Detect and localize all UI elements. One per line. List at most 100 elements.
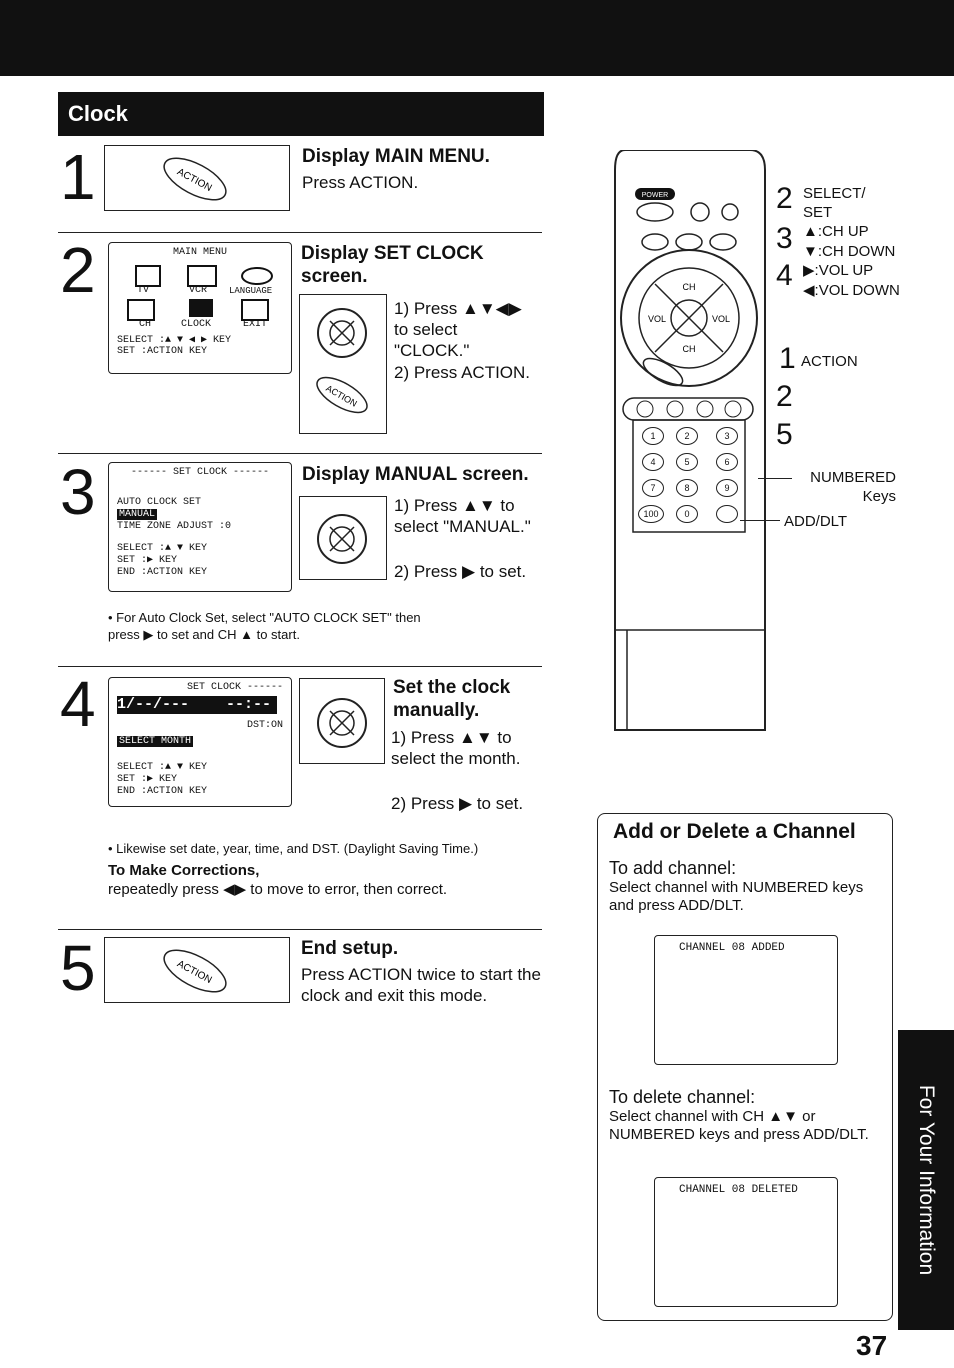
callout-5: 5: [776, 418, 793, 451]
dst-field: DST:ON: [246, 720, 283, 731]
callout-line: [758, 478, 792, 479]
section-title: Clock: [58, 92, 544, 136]
channel-deleted-screen: CHANNEL 08 DELETED: [654, 1177, 838, 1307]
set-line: SET :▶ KEY: [117, 774, 178, 785]
exit-icon: [241, 299, 269, 321]
numbered-keys: 1 2 3 4 5 6 7 8 9 100 0: [636, 425, 746, 535]
step4-title: Set the clock manually.: [393, 677, 511, 721]
step5-action-box: ACTION: [104, 937, 290, 1003]
callout-ch-up: ▲:CH UP: [803, 223, 869, 240]
add-channel-text: Select channel with NUMBERED keys and pr…: [609, 879, 864, 914]
auto-clock-option: AUTO CLOCK SET: [117, 497, 202, 508]
corrections-title: To Make Corrections,: [108, 862, 260, 879]
callout-line: [740, 520, 780, 521]
step3-number: 3: [60, 456, 96, 528]
menu-select-line: SELECT :▲ ▼ ◀ ▶ KEY: [117, 335, 232, 346]
select-month-label: SELECT MONTH: [117, 736, 194, 747]
screen-title: SET CLOCK ------: [186, 682, 283, 693]
section-tab-label: For Your Information: [915, 1084, 938, 1276]
step3-button-box: [299, 496, 387, 580]
manual-option: MANUAL: [117, 509, 158, 520]
channel-panel-title: Add or Delete a Channel: [613, 820, 856, 843]
step2-instruction-2: 2) Press ACTION.: [394, 363, 531, 382]
main-menu-screen: MAIN MENU TV VCR LANGUAGE CH CLOCK EXIT …: [108, 242, 292, 374]
svg-text:ACTION: ACTION: [175, 167, 214, 194]
delete-channel-heading: To delete channel:: [609, 1087, 756, 1107]
svg-text:CH: CH: [683, 344, 696, 354]
end-line: END :ACTION KEY: [117, 786, 208, 797]
end-line: END :ACTION KEY: [117, 567, 208, 578]
tv-icon: [135, 265, 161, 287]
svg-text:VOL: VOL: [712, 314, 730, 324]
channel-added-screen: CHANNEL 08 ADDED: [654, 935, 838, 1065]
step5-text: Press ACTION twice to start the clock an…: [301, 965, 541, 1005]
step4-instruction-1: 1) Press ▲▼ to select the month.: [391, 728, 521, 768]
divider: [58, 453, 542, 454]
step2-instruction-1: 1) Press ▲▼◀▶ to select "CLOCK.": [394, 299, 522, 360]
step5-title: End setup.: [301, 938, 399, 959]
tv-label: TV: [137, 285, 150, 296]
callout-vol-up: ▶:VOL UP: [803, 262, 874, 279]
svg-text:ACTION: ACTION: [175, 959, 214, 986]
step1-number: 1: [60, 141, 96, 213]
svg-text:CH: CH: [683, 282, 696, 292]
key-7: 7: [642, 479, 664, 497]
svg-text:POWER: POWER: [642, 192, 668, 199]
callout-2b: 2: [776, 380, 793, 413]
divider: [58, 666, 542, 667]
step2-button-box: ACTION: [299, 294, 387, 434]
callout-select-set: SELECT/ SET: [803, 185, 866, 221]
svg-text:ACTION: ACTION: [324, 383, 358, 409]
step4-number: 4: [60, 668, 96, 740]
step3-instruction-2: 2) Press ▶ to set.: [394, 562, 527, 581]
language-icon: [241, 267, 273, 285]
callout-1: 1: [779, 342, 796, 375]
callout-add-dlt: ADD/DLT: [784, 513, 848, 530]
callout-4: 4: [776, 259, 793, 292]
step5-number: 5: [60, 932, 96, 1004]
exit-label: EXIT: [243, 319, 268, 330]
step3-title: Display MANUAL screen.: [302, 464, 529, 485]
key-100: 100: [638, 505, 664, 523]
step3-note: • For Auto Clock Set, select "AUTO CLOCK…: [108, 610, 421, 642]
page-number: 37: [856, 1330, 888, 1361]
joystick-and-action-icon: ACTION: [316, 308, 368, 414]
set-line: SET :▶ KEY: [117, 555, 178, 566]
step1-action-box: ACTION: [104, 145, 290, 211]
callout-ch-down: ▼:CH DOWN: [803, 243, 896, 260]
key-8: 8: [676, 479, 698, 497]
key-2: 2: [676, 427, 698, 445]
select-line: SELECT :▲ ▼ KEY: [117, 762, 208, 773]
key-3: 3: [716, 427, 738, 445]
time-zone-line: TIME ZONE ADJUST :0: [117, 521, 232, 532]
select-line: SELECT :▲ ▼ KEY: [117, 543, 208, 554]
clock-icon: [189, 299, 213, 317]
menu-set-line: SET :ACTION KEY: [117, 346, 208, 357]
step1-title: Display MAIN MENU.: [302, 146, 490, 167]
callout-numbered-keys: NUMBERED Keys: [810, 469, 896, 505]
delete-channel-text: Select channel with CH ▲▼ or NUMBERED ke…: [609, 1108, 869, 1143]
action-button-icon: ACTION: [163, 949, 227, 993]
manual-clock-screen: SET CLOCK ------ 1/--/--- --:-- DST:ON S…: [108, 677, 292, 807]
divider: [58, 929, 542, 930]
corrections-text: repeatedly press ◀▶ to move to error, th…: [108, 881, 448, 898]
add-dlt-key: [716, 505, 738, 523]
action-button-icon: ACTION: [163, 157, 227, 201]
screen-title: ------ SET CLOCK ------: [130, 467, 270, 478]
language-label: LANGUAGE: [229, 286, 273, 296]
ch-icon: [127, 299, 155, 321]
key-9: 9: [716, 479, 738, 497]
time-field: --:--: [225, 696, 271, 713]
joystick-icon: [317, 698, 367, 748]
callout-2: 2: [776, 182, 793, 215]
callout-3: 3: [776, 222, 793, 255]
step2-number: 2: [60, 234, 96, 306]
section-tab: For Your Information: [898, 1030, 954, 1330]
key-6: 6: [716, 453, 738, 471]
clock-label: CLOCK: [181, 319, 212, 330]
step4-note: • Likewise set date, year, time, and DST…: [108, 841, 479, 856]
ch-label: CH: [139, 319, 152, 330]
key-5: 5: [676, 453, 698, 471]
add-channel-heading: To add channel:: [609, 858, 737, 878]
menu-title: MAIN MENU: [172, 247, 227, 258]
